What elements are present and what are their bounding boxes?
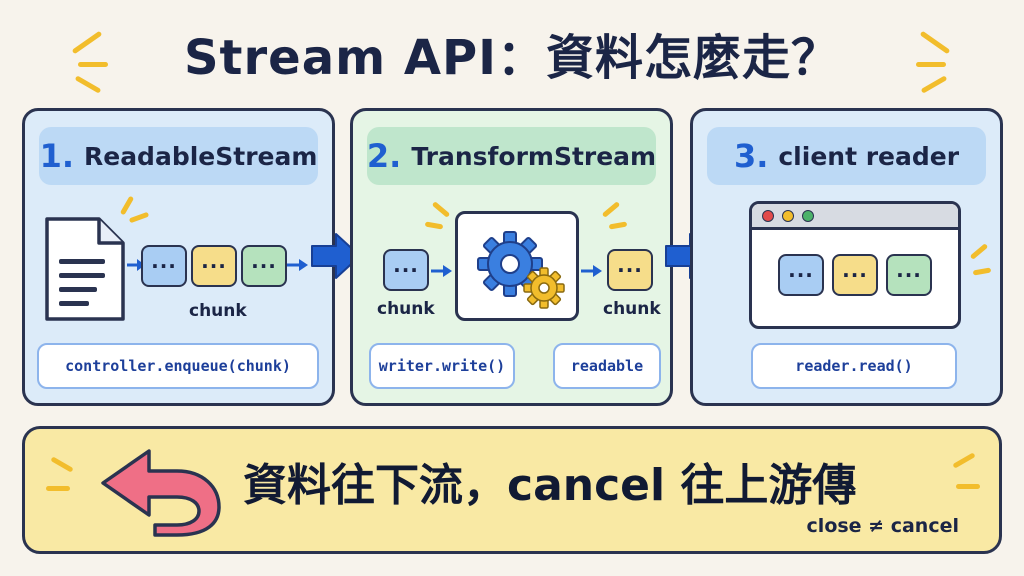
banner-text: 資料往下流，cancel 往上游傳 [243, 460, 857, 511]
chunk-label: chunk [189, 301, 247, 321]
chunk-out-label: chunk [603, 299, 661, 319]
sparkle-decoration [601, 201, 621, 218]
code-writer-write: writer.write() [369, 343, 515, 389]
stage-header: 1. ReadableStream [39, 127, 318, 185]
stage-transform-stream: 2. TransformStream ··· chunk [350, 108, 673, 406]
stage-number: 1. [39, 137, 74, 175]
sparkle-decoration [424, 221, 444, 230]
sparkle-decoration [46, 486, 70, 491]
page-title: Stream API：資料怎麼走？ [183, 30, 841, 86]
document-icon [45, 217, 125, 321]
stage-readable-stream: 1. ReadableStream ··· ··· ··· chunk cont… [22, 108, 335, 406]
sparkle-decoration [431, 201, 451, 218]
chunk-chip-blue: ··· [778, 254, 824, 296]
chunk-chip-yellow: ··· [832, 254, 878, 296]
chunk-chip-blue: ··· [141, 245, 187, 287]
stage-name: ReadableStream [83, 141, 318, 171]
chunk-chip-yellow: ··· [607, 249, 653, 291]
stage-client-reader: 3. client reader ··· ··· ··· reader.read… [690, 108, 1003, 406]
sparkle-decoration [969, 243, 989, 260]
window-minimize-dot [782, 210, 794, 222]
summary-banner: 資料往下流，cancel 往上游傳 close ≠ cancel [22, 426, 1002, 554]
browser-titlebar [752, 204, 958, 230]
sparkle-decoration [128, 211, 150, 224]
stage-number: 2. [366, 137, 402, 175]
stage-number: 3. [733, 137, 769, 175]
stage-name: TransformStream [411, 141, 657, 171]
chunk-chip-green: ··· [241, 245, 287, 287]
sparkle-decoration [78, 62, 108, 67]
window-close-dot [762, 210, 774, 222]
window-maximize-dot [802, 210, 814, 222]
chunk-chip-green: ··· [886, 254, 932, 296]
sparkle-decoration [972, 267, 992, 276]
gear-icon [477, 231, 565, 309]
chunk-chip-yellow: ··· [191, 245, 237, 287]
stage-header: 3. client reader [707, 127, 986, 185]
stage-arrow-icon [311, 233, 361, 279]
code-enqueue: controller.enqueue(chunk) [37, 343, 319, 389]
stage-header: 2. TransformStream [367, 127, 656, 185]
sparkle-decoration [608, 221, 628, 230]
sparkle-decoration [956, 484, 980, 489]
code-readable: readable [553, 343, 661, 389]
flow-arrow-icon [287, 259, 308, 271]
transform-box [455, 211, 579, 321]
banner-note: close ≠ cancel [806, 515, 959, 537]
stage-name: client reader [778, 141, 960, 171]
browser-window: ··· ··· ··· [749, 201, 961, 329]
chunk-chip-blue: ··· [383, 249, 429, 291]
code-reader-read: reader.read() [751, 343, 957, 389]
sparkle-decoration [119, 195, 135, 216]
chunk-in-label: chunk [377, 299, 435, 319]
flow-arrow-icon [431, 265, 452, 277]
return-arrow-icon [101, 449, 221, 537]
flow-arrow-icon [581, 265, 602, 277]
sparkle-decoration [916, 62, 946, 67]
